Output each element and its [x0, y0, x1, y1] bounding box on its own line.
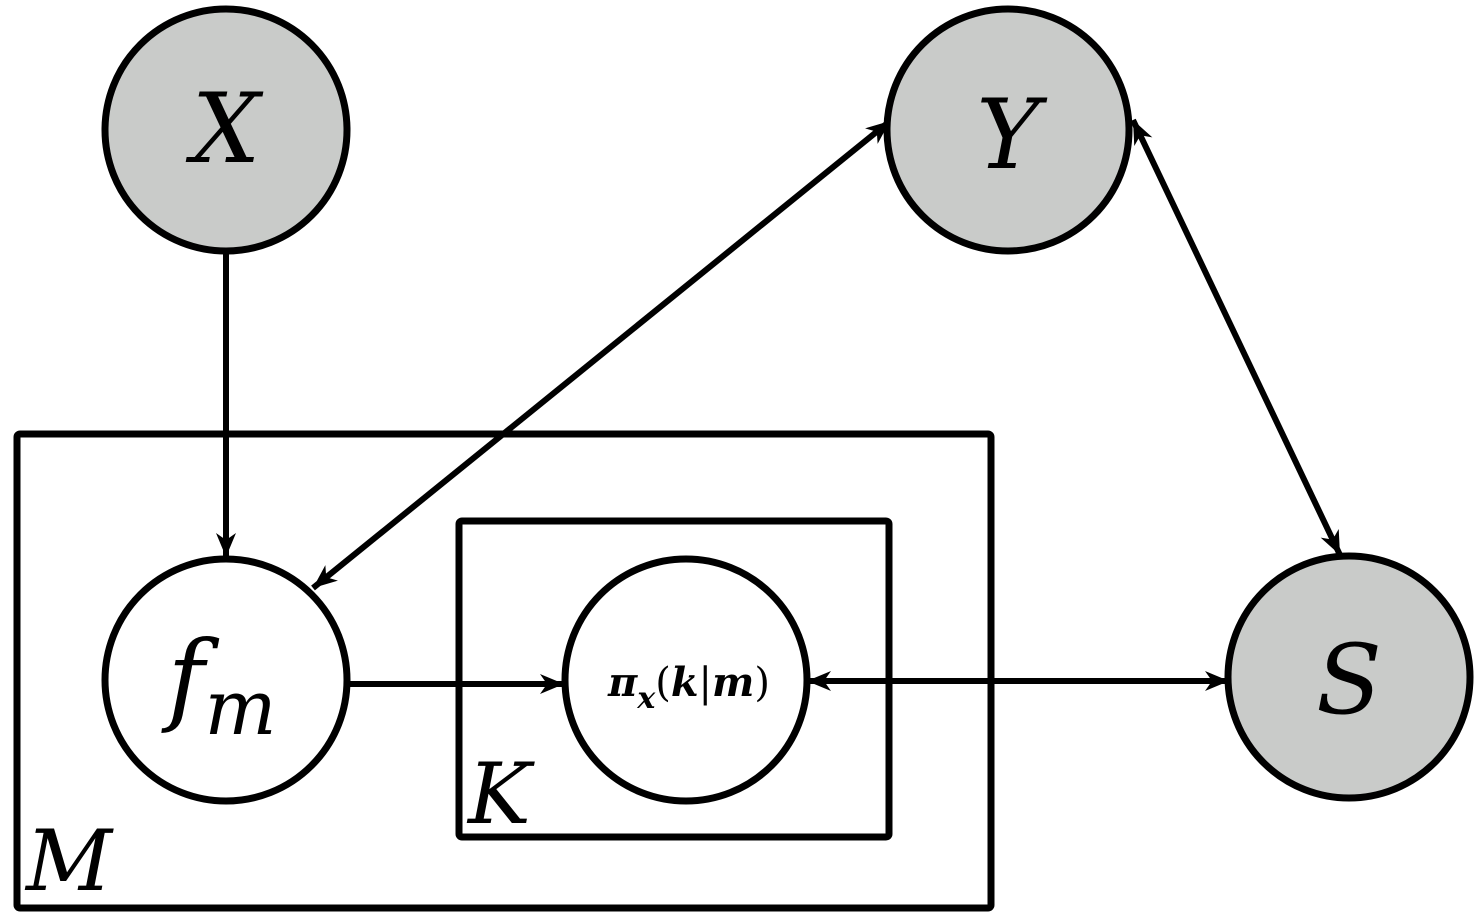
plate-m-label: M: [24, 812, 114, 910]
node-y-circle: [883, 5, 1133, 255]
node-pi-close-paren: ): [754, 660, 770, 706]
node-s-circle: [1224, 552, 1474, 802]
node-fm: fm: [101, 555, 351, 805]
node-pi-bar: |: [699, 660, 712, 706]
node-s: S: [1224, 552, 1474, 802]
edge-y-s-bidirectional: [1130, 118, 1343, 557]
node-x-label: X: [185, 73, 264, 185]
node-y-label: Y: [976, 79, 1048, 191]
node-x-circle: [101, 5, 351, 255]
node-s-label: S: [1316, 624, 1382, 736]
node-pi-symbol: π: [607, 659, 638, 706]
node-pi-subscript: x: [636, 681, 656, 716]
node-fm-circle: [101, 555, 351, 805]
node-x: X: [101, 5, 351, 255]
node-pi-m: m: [712, 659, 754, 706]
node-fm-label: fm: [160, 619, 276, 752]
node-fm-label-sub: m: [204, 663, 276, 752]
node-pi-circle: [561, 555, 811, 805]
plate-k-label: K: [466, 745, 535, 843]
node-pi-label: πx(k|m): [607, 659, 770, 716]
node-pi-open-paren: (: [655, 660, 671, 706]
node-pi-k: k: [671, 659, 699, 706]
node-pi: πx(k|m): [561, 555, 811, 805]
edge-fm-y-bidirectional: [311, 118, 892, 591]
node-y: Y: [883, 5, 1133, 255]
